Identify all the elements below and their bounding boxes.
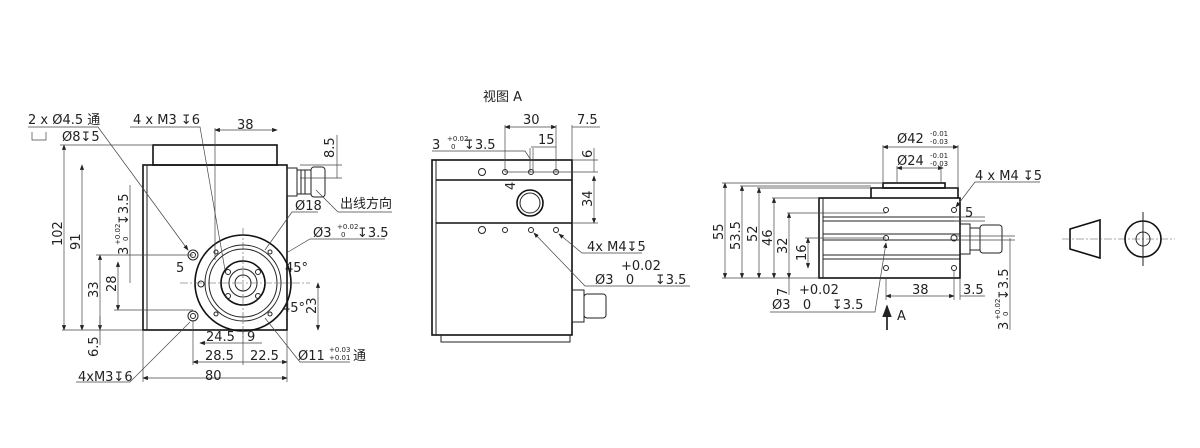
dim-38: 38 bbox=[237, 118, 254, 133]
svg-text:3: 3 bbox=[997, 322, 1012, 330]
callout-m4: 4x M4↧5 bbox=[587, 240, 646, 255]
dim-3-5: 3.5 bbox=[963, 283, 984, 298]
svg-text:+0.03: +0.03 bbox=[329, 346, 350, 354]
svg-text:↧3.5: ↧3.5 bbox=[117, 193, 132, 225]
callout-counterbore: Ø8↧5 bbox=[62, 130, 100, 145]
view-a-marker: A bbox=[897, 309, 906, 324]
svg-text:+0.02: +0.02 bbox=[447, 135, 468, 143]
dim-5: 5 bbox=[965, 206, 973, 221]
pin-tol-upper: +0.02 bbox=[799, 283, 839, 298]
angle-upper: 45° bbox=[285, 261, 308, 276]
pin-hole-callout: Ø3 +0.02 0 ↧3.5 bbox=[313, 223, 389, 241]
dim-55: 55 bbox=[712, 223, 727, 240]
dim-80: 80 bbox=[205, 369, 222, 384]
dim-6-5: 6.5 bbox=[87, 336, 102, 357]
front-view: 2 x Ø4.5 通 Ø8↧5 4 x M3 ↧6 38 8.5 出线方向 Ø1… bbox=[28, 113, 392, 385]
dim-38: 38 bbox=[912, 283, 929, 298]
dim-32: 32 bbox=[776, 237, 791, 254]
svg-text:+0.01: +0.01 bbox=[329, 354, 350, 362]
dim-28: 28 bbox=[105, 275, 120, 292]
counterbore-icon bbox=[31, 132, 47, 141]
dim-28-5: 28.5 bbox=[205, 349, 234, 364]
svg-text:Ø3: Ø3 bbox=[313, 226, 332, 241]
pin-hole-vertical: 3 +0.02 0 ↧3.5 bbox=[114, 193, 132, 255]
cable-connector bbox=[571, 289, 607, 323]
svg-text:-0.01: -0.01 bbox=[930, 130, 948, 138]
callout-through-hole: 2 x Ø4.5 通 bbox=[28, 113, 100, 128]
svg-text:3: 3 bbox=[117, 247, 132, 255]
dia-18: Ø18 bbox=[295, 199, 322, 214]
first-angle-projection-icon bbox=[1062, 212, 1175, 266]
dim-22-5: 22.5 bbox=[250, 349, 279, 364]
svg-text:通: 通 bbox=[353, 349, 366, 364]
dim-7-5: 7.5 bbox=[577, 113, 598, 128]
svg-text:-0.03: -0.03 bbox=[930, 138, 948, 146]
dim-46: 46 bbox=[761, 229, 776, 246]
dim-9: 9 bbox=[247, 330, 255, 345]
svg-text:+0.02: +0.02 bbox=[994, 299, 1002, 320]
dia-24-callout: Ø24 -0.01 -0.03 bbox=[897, 152, 948, 169]
svg-text:Ø24: Ø24 bbox=[897, 154, 924, 169]
dim-102: 102 bbox=[51, 221, 66, 246]
svg-text:↧3.5: ↧3.5 bbox=[357, 226, 389, 241]
angle-lower: 45° bbox=[282, 301, 305, 316]
svg-text:Ø11: Ø11 bbox=[298, 349, 325, 364]
pin-tol-upper: +0.02 bbox=[621, 259, 661, 274]
svg-text:0: 0 bbox=[451, 143, 455, 151]
callout-m3-bottom: 4xM3↧6 bbox=[78, 370, 133, 385]
svg-text:↧3.5: ↧3.5 bbox=[997, 268, 1012, 300]
svg-text:+0.02: +0.02 bbox=[337, 223, 358, 231]
pin-hole-bottom: Ø3 0 ↧3.5 bbox=[595, 273, 686, 288]
dim-24-5: 24.5 bbox=[206, 330, 235, 345]
cable-connector bbox=[959, 223, 1003, 255]
dim-53-5: 53.5 bbox=[729, 221, 744, 250]
dim-7: 7 bbox=[776, 288, 791, 296]
pin-hole: Ø3 0 ↧3.5 bbox=[772, 298, 863, 313]
bore-callout: Ø11 +0.03 +0.01 通 bbox=[298, 346, 366, 364]
side-view: Ø42 -0.01 -0.03 Ø24 -0.01 -0.03 4 x M4 ↧… bbox=[712, 130, 1042, 330]
dim-33: 33 bbox=[87, 281, 102, 298]
svg-text:Ø42: Ø42 bbox=[897, 132, 924, 147]
callout-m4: 4 x M4 ↧5 bbox=[975, 169, 1042, 184]
view-a-title: 视图 A bbox=[483, 90, 522, 105]
dim-52: 52 bbox=[746, 225, 761, 242]
svg-text:0: 0 bbox=[1002, 312, 1010, 316]
svg-text:0: 0 bbox=[341, 231, 345, 239]
svg-text:-0.03: -0.03 bbox=[930, 160, 948, 168]
flange bbox=[180, 228, 310, 340]
dim-30: 30 bbox=[523, 113, 540, 128]
dim-5: 5 bbox=[176, 261, 184, 276]
svg-text:↧3.5: ↧3.5 bbox=[464, 138, 496, 153]
dim-91: 91 bbox=[69, 233, 84, 250]
dim-16: 16 bbox=[795, 244, 810, 261]
dim-6: 6 bbox=[581, 150, 596, 158]
view-a: 视图 A 3 +0.02 0 ↧3.5 30 7 bbox=[431, 90, 690, 343]
cable-direction-label: 出线方向 bbox=[340, 196, 392, 212]
dim-4: 4 bbox=[504, 182, 519, 190]
svg-text:+0.02: +0.02 bbox=[114, 224, 122, 245]
cable-connector bbox=[286, 166, 326, 198]
dim-15: 15 bbox=[538, 133, 555, 148]
dia-42-callout: Ø42 -0.01 -0.03 bbox=[897, 130, 948, 147]
callout-m3-top: 4 x M3 ↧6 bbox=[133, 113, 200, 128]
dim-34: 34 bbox=[581, 190, 596, 207]
svg-text:-0.01: -0.01 bbox=[930, 152, 948, 160]
svg-text:3: 3 bbox=[432, 138, 440, 153]
dim-23: 23 bbox=[305, 297, 320, 314]
dim-8-5: 8.5 bbox=[323, 137, 338, 158]
svg-text:0: 0 bbox=[122, 237, 130, 241]
pin-hole-callout: 3 +0.02 0 ↧3.5 bbox=[432, 135, 496, 153]
pin-hole-vertical: 3 +0.02 0 ↧3.5 bbox=[994, 268, 1012, 330]
